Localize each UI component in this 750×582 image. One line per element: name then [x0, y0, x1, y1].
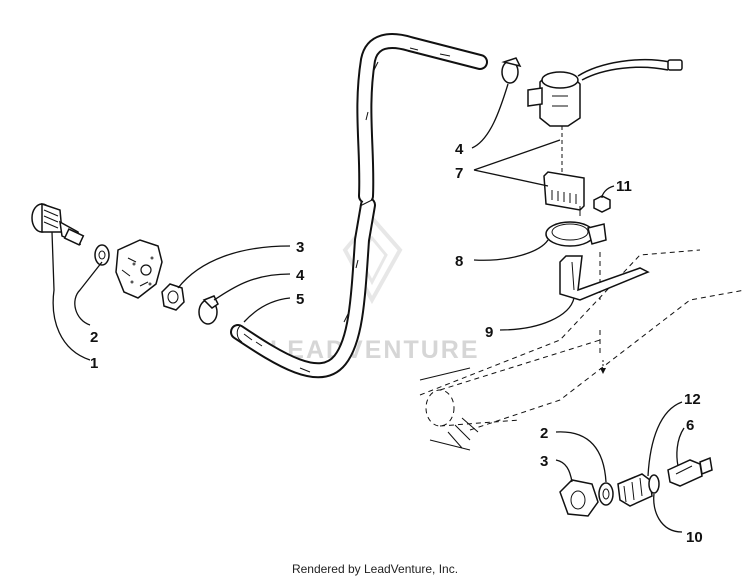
callout-5: 5 — [296, 291, 304, 308]
callout-7: 7 — [455, 165, 463, 182]
fuel-hose-5 — [230, 33, 488, 379]
fitting-12 — [617, 473, 660, 507]
callout-6: 6 — [686, 417, 694, 434]
callout-3-left: 3 — [296, 239, 304, 256]
frame-outline — [419, 249, 746, 451]
callout-9: 9 — [485, 324, 493, 341]
fuel-pump — [527, 58, 683, 127]
pump-bracket-7 — [543, 126, 585, 216]
clamp-8 — [545, 221, 607, 247]
watermark-text: LEADVENTURE — [270, 336, 480, 364]
callout-8: 8 — [455, 253, 463, 270]
callout-2-lower: 2 — [540, 425, 548, 442]
callout-labels: 2 1 3 4 5 4 7 8 9 11 2 3 12 6 10 — [90, 141, 703, 546]
callout-4-left: 4 — [296, 267, 305, 284]
washer-2-lower — [598, 482, 614, 506]
hose-clamp-4 — [198, 295, 219, 325]
support-bracket-9 — [559, 255, 650, 301]
mounting-plate — [115, 239, 163, 299]
washer-2 — [94, 244, 110, 266]
fitting-6 — [667, 456, 713, 487]
callout-11: 11 — [616, 178, 632, 195]
callout-12: 12 — [684, 391, 701, 408]
nut-3-lower — [559, 479, 599, 517]
callout-4-upper: 4 — [455, 141, 464, 158]
callout-2-left: 2 — [90, 329, 98, 346]
nut-11 — [593, 195, 611, 213]
callout-10: 10 — [686, 529, 703, 546]
credit-text: Rendered by LeadVenture, Inc. — [291, 562, 459, 576]
leader-lines — [51, 83, 685, 533]
fuel-tank-fitting-1 — [31, 202, 85, 246]
callout-3-lower: 3 — [540, 453, 548, 470]
hose-clamp-4-upper — [501, 57, 522, 84]
callout-1: 1 — [90, 355, 98, 372]
nut-3 — [161, 283, 185, 311]
